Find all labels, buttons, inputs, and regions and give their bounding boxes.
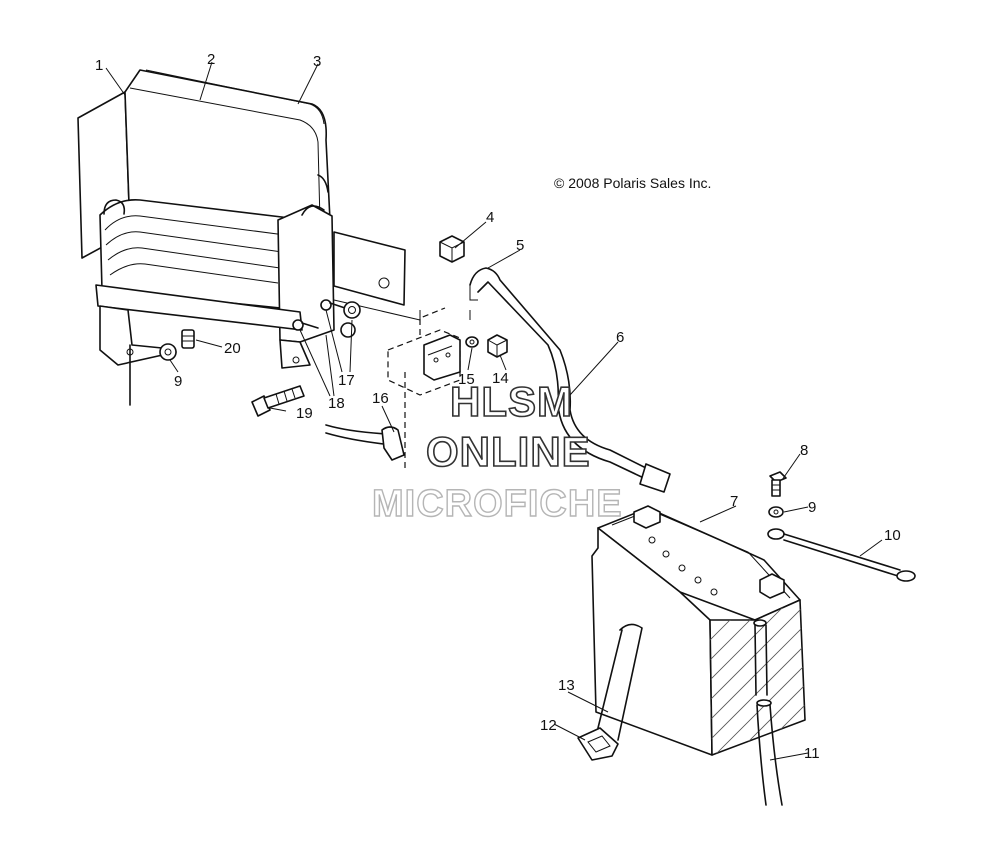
part-9-washer-right	[768, 506, 784, 518]
part-11-vent-tube	[753, 619, 783, 806]
part-19-bolt	[251, 385, 305, 417]
part-12-buckle	[577, 727, 619, 761]
part-15-washer	[465, 336, 479, 348]
callout-14: 14	[492, 370, 509, 387]
battery-box-cover	[77, 69, 421, 406]
callout-17: 17	[338, 372, 355, 389]
watermark: HLSM ONLINE MICROFICHE	[371, 377, 623, 526]
copyright-notice: © 2008 Polaris Sales Inc.	[554, 175, 711, 191]
part-17-bolts	[292, 299, 361, 338]
callout-16: 16	[372, 390, 389, 407]
callout-7: 7	[730, 493, 738, 510]
callout-2: 2	[207, 51, 215, 68]
watermark-line-3: MICROFICHE	[372, 483, 623, 525]
watermark-line-2: ONLINE	[426, 428, 591, 475]
callout-13: 13	[558, 677, 575, 694]
callout-15: 15	[458, 371, 475, 388]
part-16-lead	[325, 424, 405, 461]
callout-11: 11	[804, 745, 820, 762]
callout-3: 3	[313, 53, 321, 70]
callout-4: 4	[486, 209, 494, 226]
callout-8: 8	[800, 442, 808, 459]
part-9-star-washer-left	[159, 343, 177, 361]
part-14-nut	[487, 334, 508, 358]
callout-18: 18	[328, 395, 345, 412]
callout-9-left: 9	[174, 373, 182, 390]
watermark-line-1: HLSM	[450, 378, 573, 425]
callout-labels: 1 2 3 4 5 6 7 8 9 9 10 11 12 13 14 15 16…	[95, 51, 901, 762]
callout-6: 6	[616, 329, 624, 346]
callout-20: 20	[224, 340, 241, 357]
callout-19: 19	[296, 405, 313, 422]
callout-10: 10	[884, 527, 901, 544]
relay-block	[387, 307, 461, 470]
callout-1: 1	[95, 57, 103, 74]
part-7-battery	[591, 505, 806, 756]
part-10-ground-cable	[767, 528, 916, 582]
callout-12: 12	[540, 717, 557, 734]
part-13-strap	[597, 623, 643, 741]
part-6-positive-cable	[469, 267, 671, 493]
leader-lines	[105, 61, 883, 761]
callout-5: 5	[516, 237, 524, 254]
callout-9-right: 9	[808, 499, 816, 516]
part-20-screw	[181, 329, 195, 349]
part-8-screw	[769, 471, 787, 497]
part-4-nut	[439, 235, 465, 263]
